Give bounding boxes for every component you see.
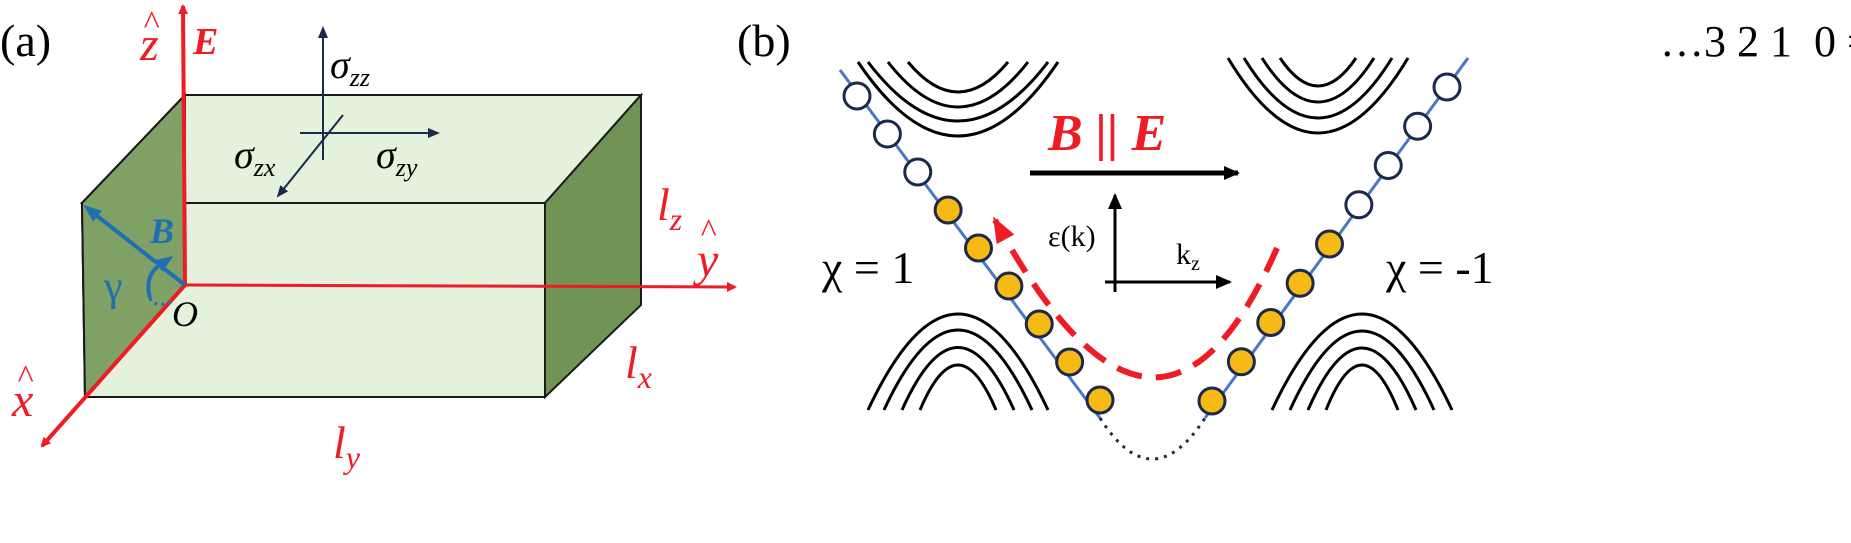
z-axis-line [178,4,189,286]
sigma-zx-label: σzx [234,132,276,182]
origin-label: O [172,294,198,334]
z-axis-label: z [139,18,159,71]
y-axis-line [184,281,737,292]
sigma-zy-label: σzy [376,132,418,182]
filled-state [1197,386,1227,416]
lower-right-bands [1270,312,1454,411]
energy-axis-label: ε(k) [1048,220,1096,253]
chirality-left-label: χ = 1 [821,242,914,293]
lx-label: lx [625,337,652,395]
x-axis-hat: ^ [17,359,34,396]
upper-right-bands [1226,57,1410,135]
lower-left-bands [866,312,1050,411]
filled-state [1024,309,1054,339]
empty-state [872,119,902,149]
gamma-label: γ [103,264,123,310]
y-axis-hat: ^ [700,213,717,250]
panel-a: (a) ^ z E ^ y ^ x O B γ [0,4,737,475]
sigma-zx-arrow [276,114,344,198]
empty-state [842,81,872,111]
panel-b: (b) …3 2 1 0 = n [737,15,1851,461]
sigma-zz-label: σzz [330,42,370,92]
panel-a-label: (a) [0,15,51,66]
charge-pumping-arrow [992,216,1280,381]
lz-label: lz [657,179,683,237]
box-edge [81,94,186,204]
filled-state [1085,385,1115,415]
filled-state [1256,308,1286,337]
ly-label: ly [333,417,361,475]
b-field-arrow [83,205,187,287]
momentum-axis-label: kz [1176,238,1200,275]
b-field-label: B [149,211,174,251]
angle-arc [146,256,174,299]
z-axis-hat: ^ [143,5,160,42]
x-axis-label: x [11,374,33,427]
e-field-label: E [192,21,218,63]
upper-left-bands [856,61,1060,138]
left-branch-states [842,81,1115,415]
box-edge [81,202,86,398]
branch-connection-dotted [1098,417,1207,461]
y-axis-label: y [692,234,719,287]
chirality-right-label: χ = -1 [1385,242,1494,293]
box-right-face [544,92,642,400]
empty-state [1432,72,1462,102]
empty-state [1403,111,1433,141]
filled-state [1055,347,1085,377]
empty-state [903,157,933,187]
parallel-field-label: B || E [1047,105,1166,162]
panel-b-label: (b) [737,15,791,66]
x-axis-line [40,283,187,448]
angle-arc-dotted [148,297,173,306]
empty-state [1344,190,1374,220]
filled-state [964,233,993,263]
filled-state [994,271,1024,301]
filled-state [933,195,963,225]
empty-state [1373,151,1403,180]
filled-state [1226,347,1256,377]
filled-state [1285,268,1315,298]
filled-state [1315,229,1344,259]
landau-level-indices: …3 2 1 0 = n [1660,17,1851,66]
right-branch-states [1197,72,1462,416]
